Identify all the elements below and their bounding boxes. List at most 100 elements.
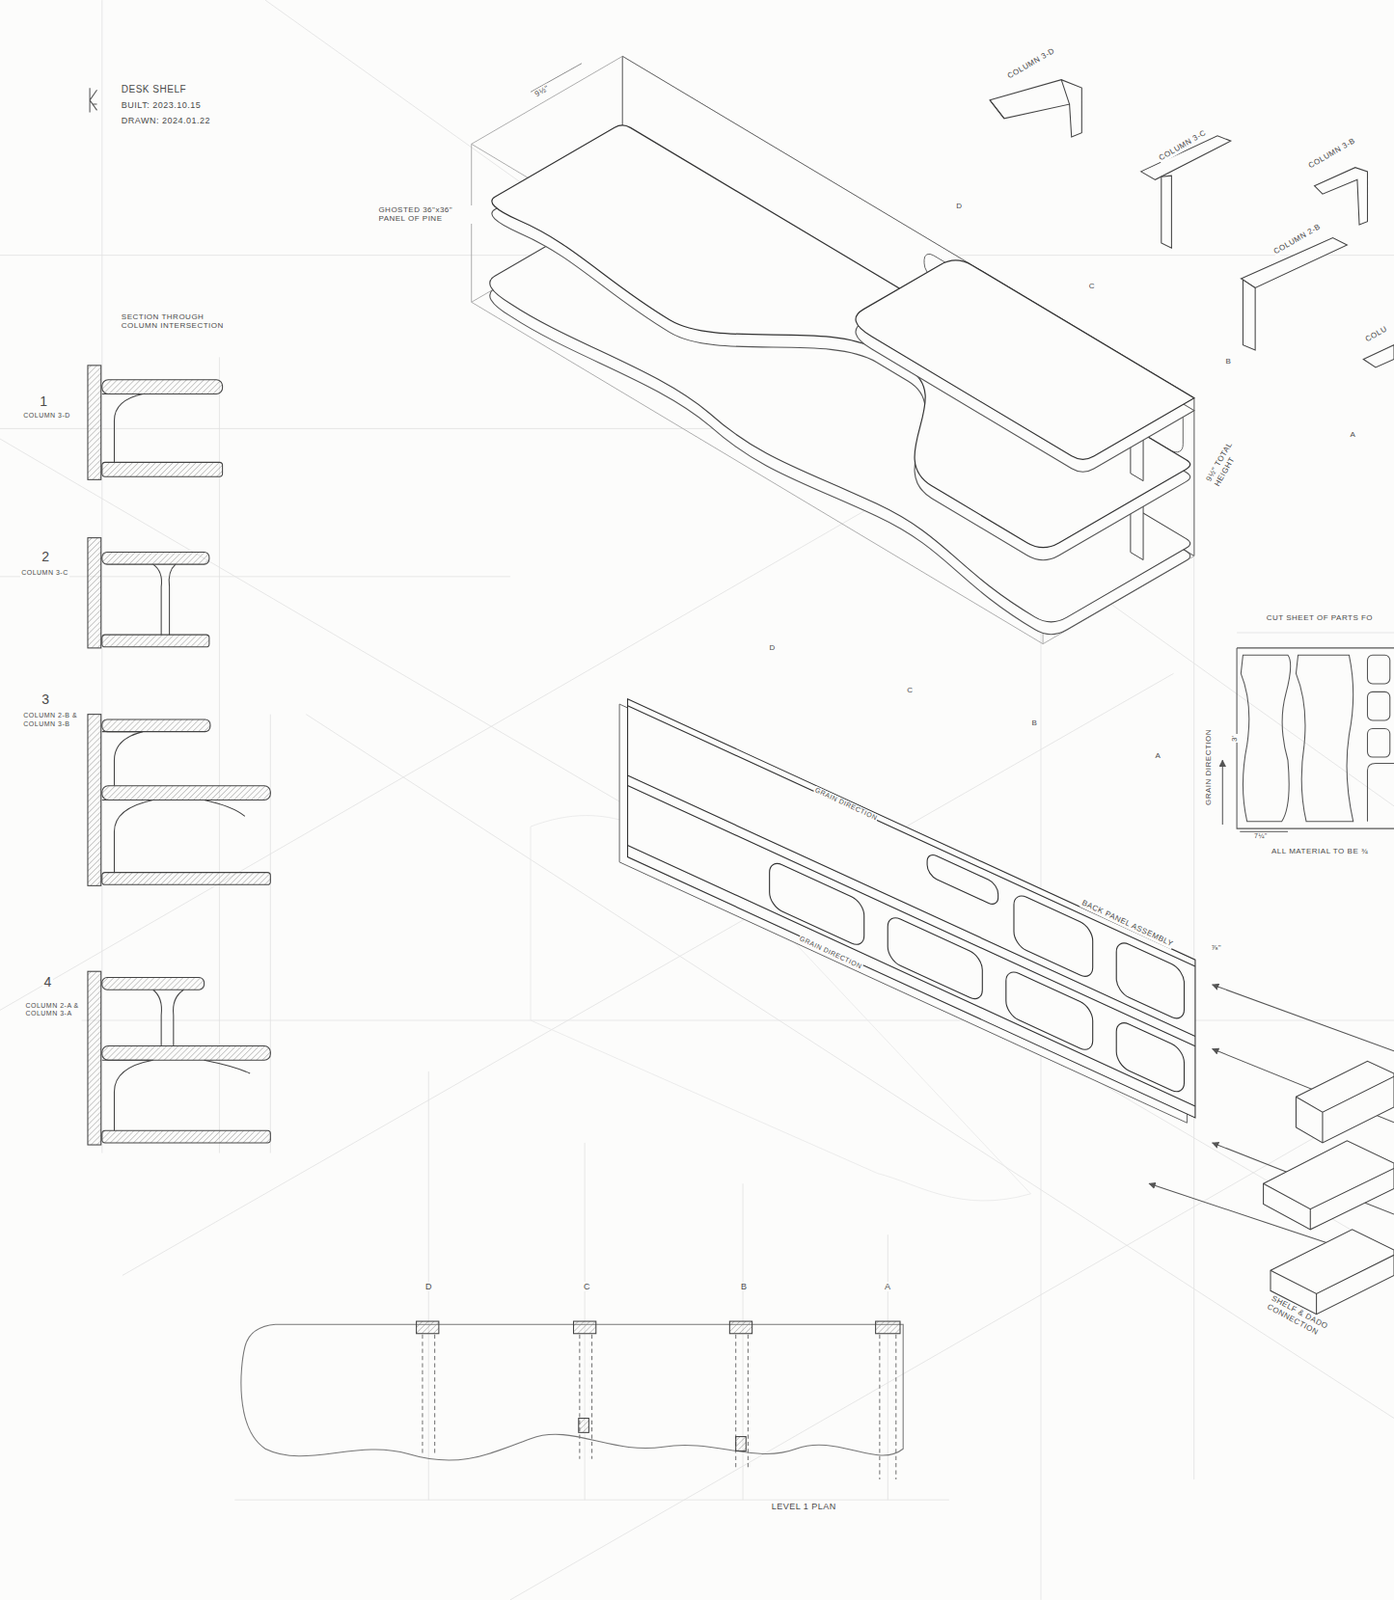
section-hatch: [102, 978, 205, 991]
construction-lines: [1236, 632, 1394, 634]
section-hatch: [102, 551, 210, 565]
drawing-label: DRAWN: 2024.01.22: [120, 115, 212, 127]
dado-connection: [1263, 1168, 1394, 1230]
drawing-label: COLU: [1363, 324, 1391, 345]
back-panel: [887, 913, 983, 1004]
section-hatch: [102, 719, 211, 733]
section-hatch: [87, 714, 102, 887]
section-hatch: [87, 971, 102, 1146]
dado-connection: [1295, 1061, 1394, 1144]
ghost-box: [471, 55, 1195, 644]
drawing-label: C: [1088, 281, 1096, 292]
plan-column: [729, 1321, 752, 1335]
plan-column: [875, 1321, 901, 1335]
drawing-label: GRAIN DIRECTION: [1203, 728, 1214, 807]
level-plan: [422, 1335, 897, 1480]
drawing-label: 1: [38, 393, 49, 410]
column-piece: [1240, 238, 1347, 351]
level-plan: [241, 1324, 903, 1480]
drawing-label: 7¼": [1253, 832, 1269, 841]
drawing-label: A: [1348, 430, 1357, 440]
back-panel: [1116, 938, 1184, 1023]
cut-sheet: [1366, 763, 1394, 821]
section-hatch: [102, 786, 272, 801]
section-hatch: [102, 1130, 272, 1144]
section-column: [102, 1060, 250, 1131]
section-column: [102, 393, 143, 463]
back-panel: [628, 699, 1196, 1119]
section-hatch: [87, 365, 271, 1146]
column-piece: [989, 80, 1394, 368]
cut-sheet: [1295, 655, 1353, 821]
section-column: [102, 393, 250, 1131]
drawing-label: BACK PANEL ASSEMBLY: [1079, 898, 1176, 950]
cut-sheet: [1222, 648, 1394, 832]
construction-lines: [0, 575, 511, 577]
drawing-label: B: [1224, 356, 1232, 367]
column-piece: [1242, 279, 1256, 351]
column-piece: [1313, 167, 1367, 225]
ghost-box: [471, 55, 1195, 644]
column-piece: [1161, 175, 1173, 248]
plan-column: [578, 1419, 590, 1434]
construction-lines: [82, 1019, 1394, 1021]
top-shelf: [844, 255, 1194, 464]
drawing-label: ⅞": [1210, 943, 1224, 954]
drawing-label: 3': [1230, 734, 1240, 743]
back-panel: [1116, 1018, 1184, 1097]
section-column: [153, 564, 176, 635]
drawing-label: COLUMN 2-A & COLUMN 3-A: [24, 1002, 85, 1019]
dado-connection: [1263, 1061, 1394, 1314]
drawing-label: 9½" TOTAL HEIGHT: [1203, 423, 1253, 490]
section-hatch: [87, 365, 102, 480]
cut-sheet: [1366, 691, 1390, 721]
section-hatch: [102, 634, 210, 648]
dado-connection: [1263, 1141, 1394, 1230]
drawing-label: COLUMN 2-B & COLUMN 3-B: [22, 711, 83, 729]
level-plan: [241, 1324, 903, 1461]
top-shelf: [844, 255, 1194, 464]
construction-lines: [0, 428, 714, 430]
drawing-label: BUILT: 2023.10.15: [120, 100, 202, 111]
cut-sheet: [1222, 760, 1224, 825]
drawing-label: 2: [40, 548, 51, 566]
middle-shelf: [471, 122, 1195, 552]
drawing-label: SECTION THROUGH COLUMN INTERSECTION: [120, 312, 235, 331]
construction-lines: [1193, 398, 1195, 1480]
drawing-label: COLUMN 3-B: [1306, 136, 1359, 171]
section-column: [102, 732, 143, 787]
construction-lines: [265, 0, 1394, 807]
plan-column: [736, 1437, 747, 1452]
construction-lines: [510, 1092, 1394, 1600]
drawing-label: ALL MATERIAL TO BE ¾: [1270, 847, 1369, 857]
section-hatch: [102, 380, 223, 395]
cut-sheet: [1240, 655, 1290, 821]
cut-sheet: [1366, 728, 1390, 758]
section-column: [102, 800, 246, 874]
title-mark: [89, 87, 97, 112]
section-hatch: [87, 538, 102, 649]
drawing-label: GRAIN DIRECTION: [797, 934, 865, 972]
drawing-label: B: [739, 1282, 749, 1293]
drawing-label: GRAIN DIRECTION: [813, 786, 880, 823]
column-piece: [989, 80, 1082, 137]
construction-lines: [270, 714, 272, 1154]
plan-column: [574, 1321, 597, 1335]
column-piece: [1363, 345, 1394, 368]
middle-shelf: [471, 122, 1195, 552]
drawing-label: D: [955, 201, 963, 212]
drawing-label: 9½": [532, 82, 552, 100]
drawing-label: A: [1153, 751, 1162, 762]
drawing-title: DESK SHELF: [120, 83, 188, 96]
drawing-label: 3: [40, 691, 51, 709]
drawing-label: C: [905, 685, 914, 696]
section-hatch: [102, 873, 272, 886]
construction-lines: [887, 1234, 889, 1501]
drawing-label: B: [1030, 718, 1039, 729]
back-panel: [628, 706, 1196, 1107]
column-piece: [989, 80, 1082, 137]
